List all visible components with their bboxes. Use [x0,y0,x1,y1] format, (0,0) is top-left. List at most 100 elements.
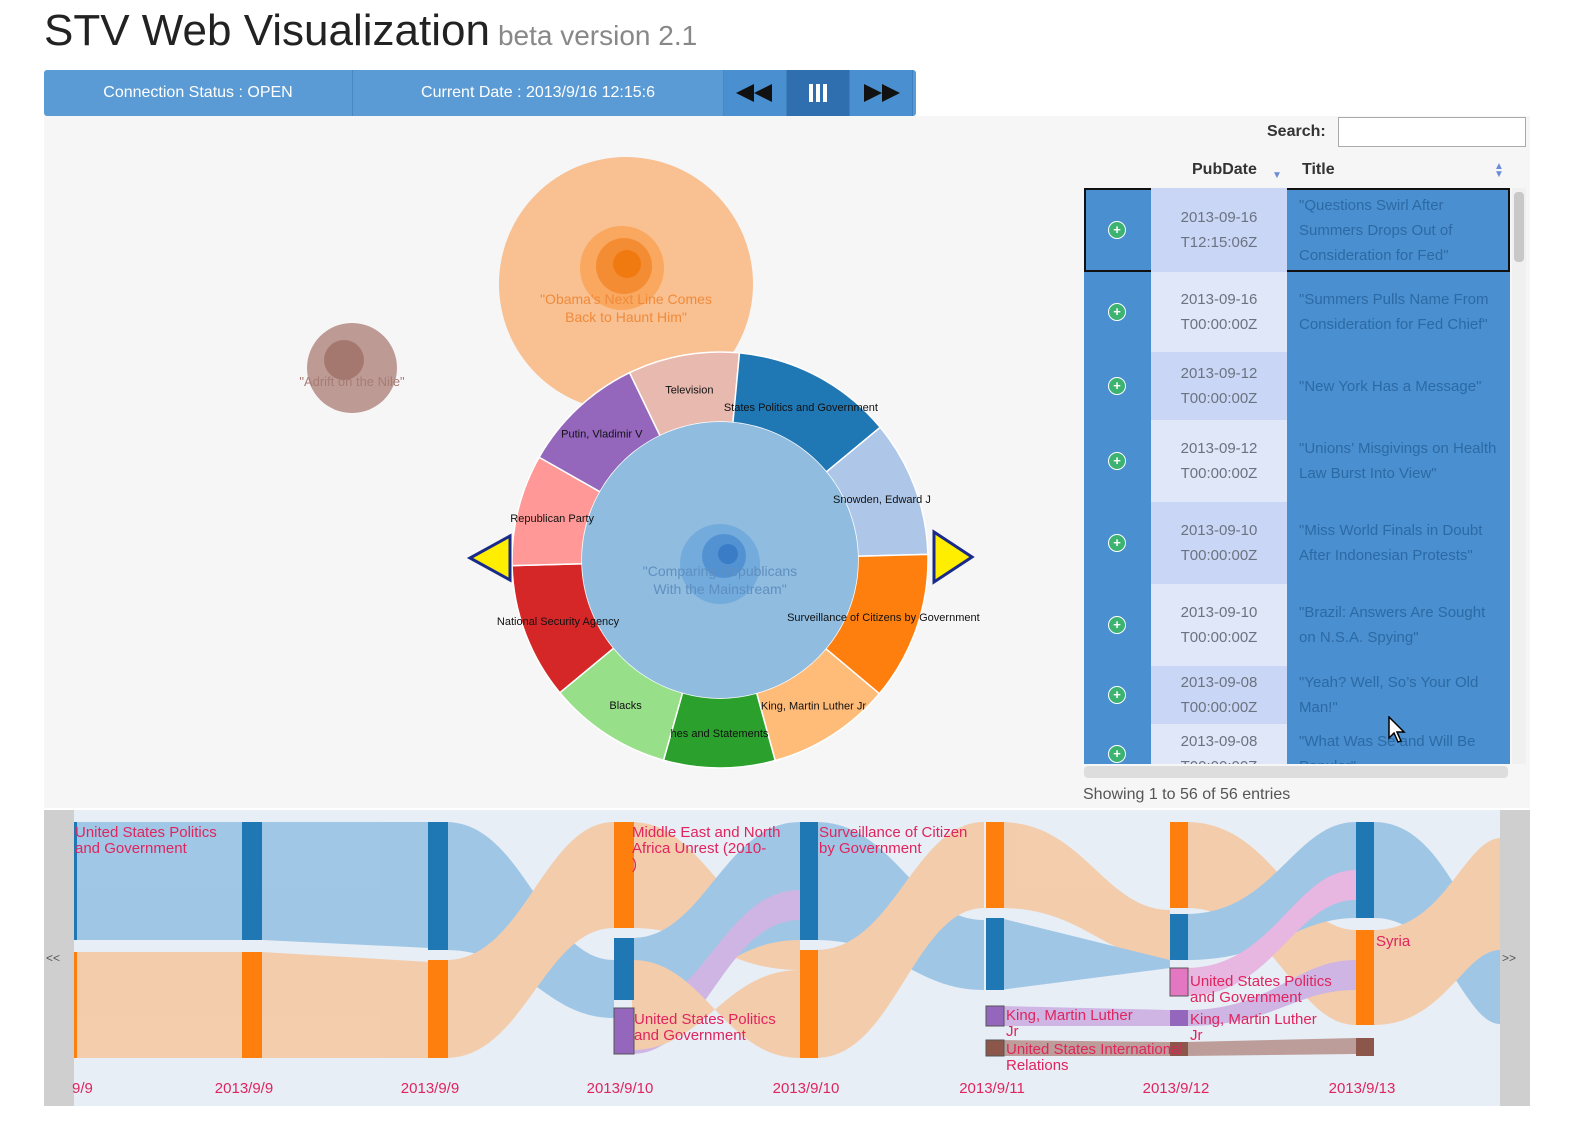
ring-label: Republican Party [510,513,594,525]
prev-story-arrow[interactable] [466,533,512,583]
expand-cell[interactable]: + [1084,666,1150,724]
pause-icon [809,84,827,102]
expand-plus-icon[interactable]: + [1108,377,1126,395]
status-toolbar: Connection Status : OPEN Current Date : … [44,70,916,116]
sankey-nodes[interactable] [74,822,1374,1058]
expand-plus-icon[interactable]: + [1108,452,1126,470]
title-cell[interactable]: "Yeah? Well, So’s Your Old Man!" [1299,674,1479,716]
expand-cell[interactable]: + [1084,724,1150,764]
expand-plus-icon[interactable]: + [1108,221,1126,239]
app-title: STV Web Visualization [44,6,490,55]
timeline-date-label: 2013/9/9 [215,1080,273,1097]
timeline-nav-left[interactable]: << [46,951,60,965]
fast-forward-icon [864,84,900,102]
ring-label: States Politics and Government [724,402,878,414]
timeline-date-label: 9/9 [72,1080,93,1097]
timeline-next-panel[interactable] [1500,810,1530,1106]
expand-cell[interactable]: + [1084,420,1150,502]
version-subtitle: beta version 2.1 [497,20,698,51]
rewind-button[interactable] [724,70,787,116]
timeline-prev-panel[interactable] [44,810,74,1106]
ring-label: hes and Statements [671,728,769,740]
ring-label: Putin, Vladimir V [561,429,643,441]
fast-forward-button[interactable] [850,70,913,116]
topic-timeline: << >> [44,810,1530,1106]
timeline-date-label: 2013/9/13 [1329,1080,1396,1097]
title-cell[interactable]: "Brazil: Answers Are Sought on N.S.A. Sp… [1299,604,1486,646]
sankey-label: Syria [1376,933,1411,950]
timeline-nav-right[interactable]: >> [1502,951,1516,965]
expand-plus-icon[interactable]: + [1108,745,1126,763]
bubble-cluster-small [324,340,364,380]
topic-ring[interactable] [511,351,929,769]
scrollbar-thumb[interactable] [1514,192,1524,262]
ring-label: Television [665,385,713,397]
bubble-cluster-large [580,226,664,310]
timeline-date-label: 2013/9/10 [587,1080,654,1097]
sankey-flows [74,822,1500,1058]
expand-plus-icon[interactable]: + [1108,686,1126,704]
expand-cell[interactable]: + [1084,502,1150,584]
table-info: Showing 1 to 56 of 56 entries [1083,786,1291,803]
expand-plus-icon[interactable]: + [1108,616,1126,634]
expand-plus-icon[interactable]: + [1108,534,1126,552]
expand-cell[interactable]: + [1084,272,1150,352]
expand-cell[interactable]: + [1084,188,1150,272]
pubdate-header[interactable]: PubDate [1192,161,1257,178]
title-cell[interactable]: "Miss World Finals in Doubt After Indone… [1299,522,1483,564]
connection-status: Connection Status : OPEN [44,70,353,116]
table-scrollbar[interactable] [1512,188,1526,764]
bubble-cluster-center [680,524,760,604]
sort-desc-icon[interactable]: ▼ [1272,170,1282,181]
title-cell[interactable]: "What Was Se and Will Be Popular" [1299,733,1476,764]
title-header[interactable]: Title [1302,161,1335,178]
pause-button[interactable] [787,70,850,116]
expand-cell[interactable]: + [1084,352,1150,420]
expand-cell[interactable]: + [1084,584,1150,666]
title-cell[interactable]: "Questions Swirl After Summers Drops Out… [1299,196,1453,264]
ring-label: Snowden, Edward J [833,494,931,506]
title-cell[interactable]: "Summers Pulls Name From Consideration f… [1299,291,1489,333]
timeline-date-label: 2013/9/11 [959,1080,1025,1097]
next-story-arrow[interactable] [932,529,975,585]
rewind-icon [736,84,772,102]
sankey-chart[interactable]: << >> [44,810,1530,1106]
expand-plus-icon[interactable]: + [1108,303,1126,321]
ring-label: King, Martin Luther Jr [761,701,866,713]
title-cell[interactable]: "New York Has a Message" [1299,377,1482,395]
title-cell[interactable]: "Unions’ Misgivings on Health Law Burst … [1299,440,1497,482]
search-input[interactable] [1338,117,1526,147]
table-hscrollbar[interactable] [1084,766,1508,778]
current-date: Current Date : 2013/9/16 12:15:6 [353,70,724,116]
sort-both-icon[interactable]: ▲▼ [1494,161,1504,180]
search-label: Search: [1267,123,1326,140]
